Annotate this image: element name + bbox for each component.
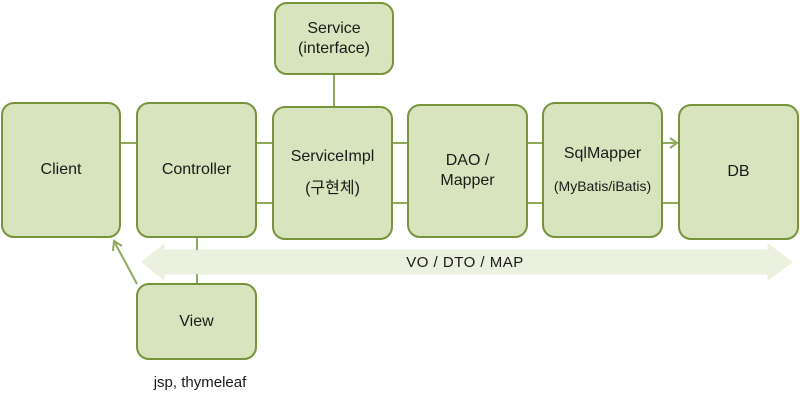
view-label: View — [179, 312, 214, 330]
data-transfer-label: VO / DTO / MAP — [406, 254, 524, 271]
sql-mapper-box: SqlMapper (MyBatis/iBatis) — [542, 102, 663, 238]
data-transfer-double-arrow — [141, 242, 793, 282]
client-box: Client — [1, 102, 121, 238]
dao-box: DAO / Mapper — [407, 104, 528, 238]
db-label: DB — [727, 163, 750, 180]
view-technologies-caption: jsp, thymeleaf — [153, 374, 247, 391]
sql-mapper-line1: SqlMapper — [563, 145, 642, 162]
view-client-arrowhead — [112, 239, 123, 252]
service-impl-box: ServiceImpl (구현체) — [272, 106, 393, 240]
dao-line2: Mapper — [440, 172, 495, 189]
sqlmapper-db-arrowhead — [669, 137, 679, 149]
view-box: View — [136, 283, 257, 360]
service-impl-line2: (구현체) — [305, 180, 360, 197]
service-interface-line2: (interface) — [297, 39, 371, 57]
db-box: DB — [678, 104, 799, 240]
service-interface-box: Service (interface) — [274, 2, 394, 75]
service-impl-line1: ServiceImpl — [290, 148, 375, 165]
client-label: Client — [40, 161, 82, 178]
service-interface-line1: Service — [307, 19, 361, 37]
sql-mapper-line2: (MyBatis/iBatis) — [553, 178, 652, 194]
controller-label: Controller — [161, 161, 232, 178]
dao-line1: DAO / — [445, 152, 490, 169]
view-client-arrow-line — [114, 242, 138, 285]
controller-box: Controller — [136, 102, 257, 238]
